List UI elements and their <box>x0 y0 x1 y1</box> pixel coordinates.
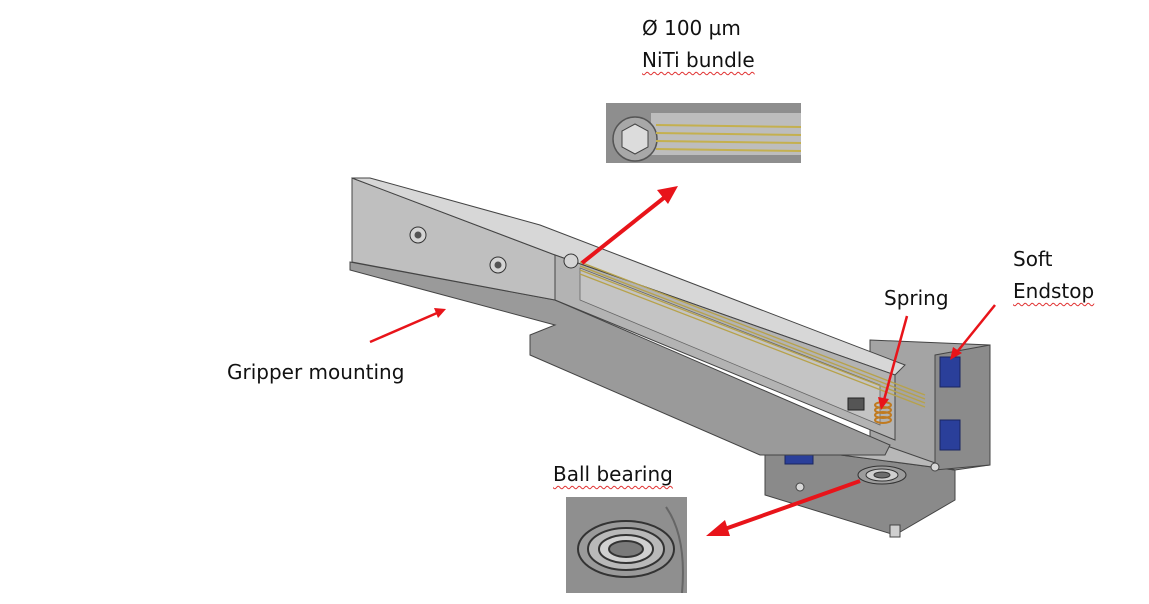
soft-endstop-lower <box>939 419 961 451</box>
niti-wire <box>579 273 926 408</box>
arrow-niti <box>580 186 678 265</box>
niti-wire <box>579 261 926 396</box>
screw-head <box>930 462 940 472</box>
niti-bundle-inset <box>606 103 801 163</box>
clamp-screw <box>563 253 579 269</box>
wire-diameter-label: Ø 100 µm <box>642 16 741 40</box>
arrow-soft-endstop <box>950 304 996 360</box>
niti-wire <box>579 265 926 400</box>
ball-bearing-inset <box>566 497 687 593</box>
screw-head <box>795 482 805 492</box>
arrow-spring <box>878 315 909 410</box>
stop-block <box>847 397 865 411</box>
soft-endstop-label-line2: Endstop <box>1013 279 1095 303</box>
arm-channel-floor <box>579 267 881 426</box>
ball-bearing-label: Ball bearing <box>553 462 673 486</box>
soft-endstop-label-line1: Soft <box>1013 247 1053 271</box>
arrow-ball-bearing <box>706 479 861 536</box>
soft-endstop-upper <box>939 356 961 388</box>
pin <box>889 524 901 538</box>
arm-bottom-face <box>349 261 891 456</box>
niti-wire <box>579 269 926 404</box>
gripper-mounting-label: Gripper mounting <box>227 360 405 384</box>
spring-label: Spring <box>884 286 949 310</box>
wire-material-label: NiTi bundle <box>642 48 755 72</box>
arrow-gripper <box>369 308 446 344</box>
